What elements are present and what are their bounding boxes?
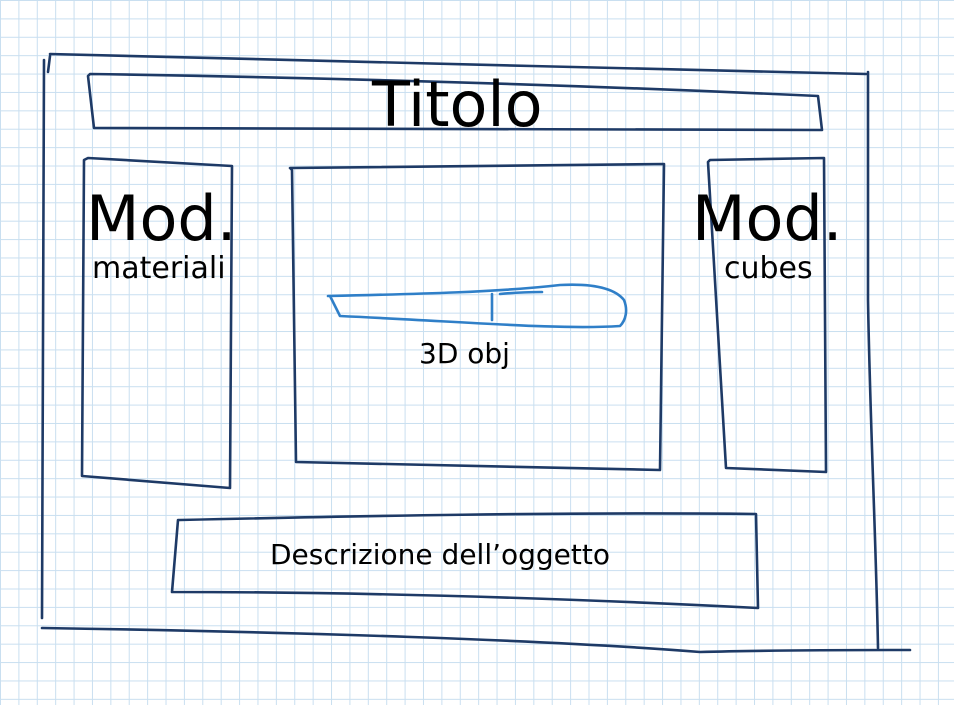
center-panel-label: 3D obj: [419, 337, 510, 370]
center-panel-outline: [288, 162, 666, 472]
right-panel-subheading: cubes: [724, 251, 813, 286]
right-panel-heading: Mod.: [692, 182, 843, 255]
right-panel-outline: [706, 156, 828, 474]
page-title: Titolo: [372, 68, 543, 141]
description-label: Descrizione dell’oggetto: [270, 538, 610, 571]
left-panel-subheading: materiali: [92, 251, 226, 286]
object-sketch: [326, 283, 628, 329]
description-panel-outline: [170, 512, 760, 610]
left-panel-heading: Mod.: [86, 182, 237, 255]
left-panel-outline: [80, 156, 234, 490]
title-bar-outline: [86, 72, 824, 132]
outer-frame: [40, 52, 912, 654]
